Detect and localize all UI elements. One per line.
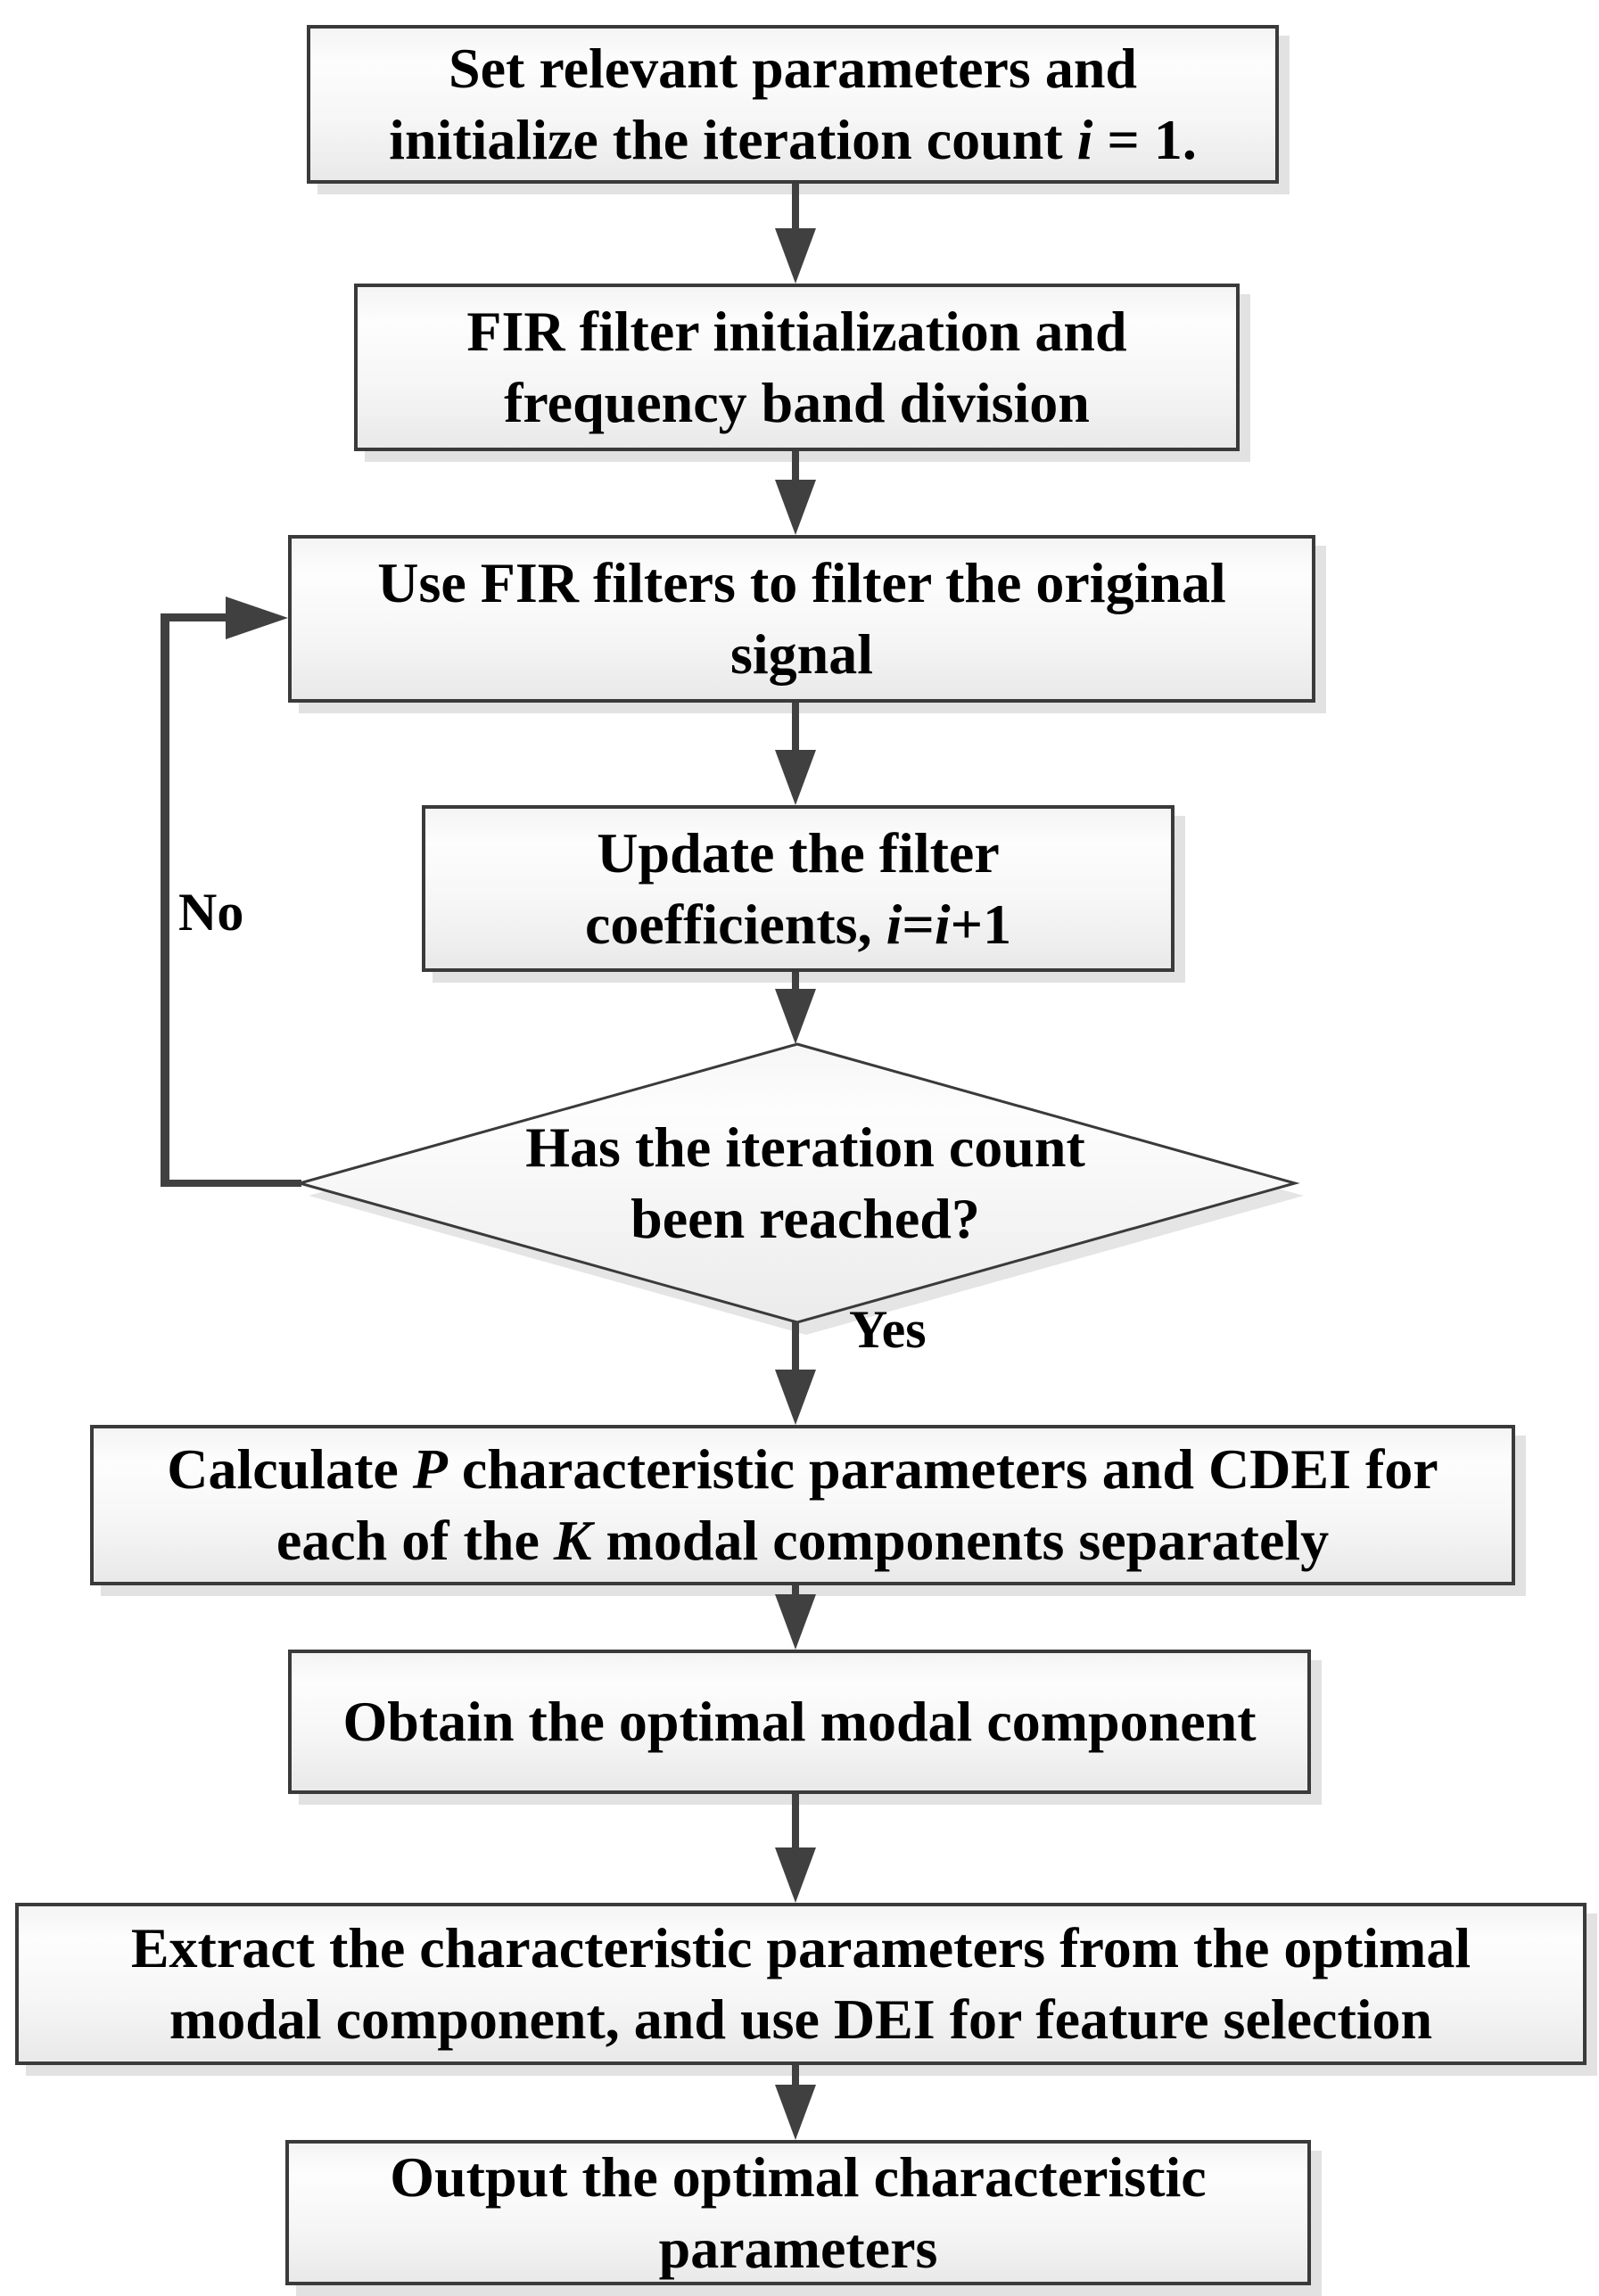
arrow-yes-head xyxy=(775,1370,816,1425)
arrow-update-to-decision-head xyxy=(775,989,816,1044)
loop-no-vertical-segment xyxy=(161,613,169,1187)
arrow-obtain-to-extract-shaft xyxy=(792,1794,799,1847)
decision-diamond-shape xyxy=(294,1042,1304,1335)
loop-no-top-segment xyxy=(161,613,227,621)
node-text-line: FIR filter initialization and xyxy=(466,300,1127,363)
arrow-extract-to-output-shaft xyxy=(792,2065,799,2085)
arrow-usefir-to-update-head xyxy=(775,750,816,805)
arrow-update-to-decision-shaft xyxy=(792,972,799,989)
node-text-line: Set relevant parameters and xyxy=(449,37,1137,100)
node-text-line: modal component, and use DEI for feature… xyxy=(169,1987,1433,2051)
flowchart-box-output-parameters: Output the optimal characteristic paramet… xyxy=(285,2140,1311,2285)
node-text-line: Update the filter xyxy=(597,820,1000,885)
node-text-line: Output the optimal characteristic xyxy=(390,2144,1207,2209)
node-text-line: coefficients, i=i+1 xyxy=(584,892,1012,956)
node-text-line: Extract the characteristic parameters fr… xyxy=(130,1916,1471,1979)
flowchart-box-extract-parameters: Extract the characteristic parameters fr… xyxy=(15,1903,1587,2065)
node-text-line: Calculate P characteristic parameters an… xyxy=(167,1437,1438,1501)
node-text-line: initialize the iteration count i = 1. xyxy=(389,108,1197,171)
flowchart-box-update-coefficients: Update the filter coefficients, i=i+1 xyxy=(422,805,1175,972)
flowchart-box-set-parameters: Set relevant parameters and initialize th… xyxy=(307,25,1279,184)
decision-label: Has the iteration count been reached? xyxy=(294,1039,1316,1328)
edge-label-yes: Yes xyxy=(849,1300,927,1359)
arrow-obtain-to-extract-head xyxy=(775,1847,816,1903)
flowchart-decision-iteration-count xyxy=(294,1039,1316,1347)
flowchart-box-calculate-cdei: Calculate P characteristic parameters an… xyxy=(90,1425,1515,1585)
node-text-line: each of the K modal components separatel… xyxy=(276,1509,1330,1572)
flowchart-box-fir-initialization: FIR filter initialization and frequency b… xyxy=(354,284,1240,451)
loop-no-bottom-segment xyxy=(161,1180,301,1187)
node-text-line: parameters xyxy=(658,2216,938,2280)
arrow-usefir-to-update-shaft xyxy=(792,703,799,750)
node-text-line: been reached? xyxy=(631,1187,980,1250)
arrow-set-to-fir-shaft xyxy=(792,184,799,228)
edge-label-no: No xyxy=(178,883,244,942)
arrow-extract-to-output-head xyxy=(775,2085,816,2140)
arrow-yes-shaft xyxy=(792,1322,799,1370)
flowchart-box-obtain-optimal: Obtain the optimal modal component xyxy=(288,1650,1311,1794)
node-text-line: Obtain the optimal modal component xyxy=(342,1690,1257,1753)
node-text-line: frequency band division xyxy=(504,371,1090,434)
arrow-set-to-fir-head xyxy=(775,228,816,284)
arrow-calc-to-obtain-head xyxy=(775,1594,816,1650)
node-text-line: signal xyxy=(729,622,874,686)
node-text-line: Use FIR filters to filter the original xyxy=(377,551,1226,614)
node-text-line: Has the iteration count xyxy=(525,1115,1085,1179)
arrow-calc-to-obtain-shaft xyxy=(792,1585,799,1594)
arrow-fir-to-usefir-head xyxy=(775,480,816,535)
loop-no-arrow-head xyxy=(226,597,288,639)
flowchart-box-use-fir-filters: Use FIR filters to filter the original si… xyxy=(288,535,1315,703)
arrow-fir-to-usefir-shaft xyxy=(792,451,799,480)
